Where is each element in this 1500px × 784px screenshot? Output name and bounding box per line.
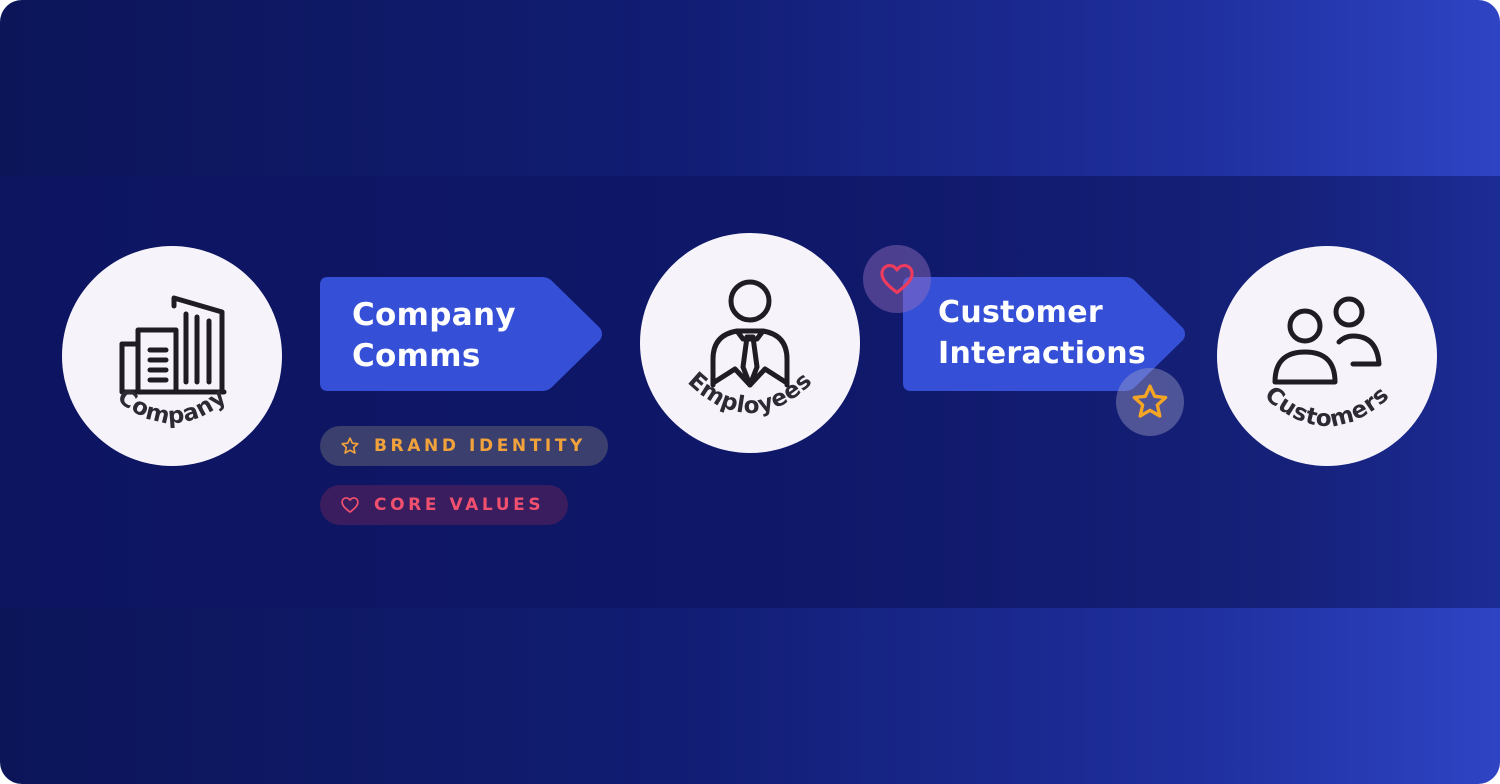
customer-interactions-line1: Customer <box>938 295 1103 330</box>
users-icon <box>1272 296 1382 385</box>
svg-text:Employees: Employees <box>683 367 818 419</box>
company-comms-line2: Comms <box>352 338 481 374</box>
customer-interactions-arrow: Customer Interactions <box>903 277 1187 391</box>
customers-label-arc: Customers <box>1260 382 1395 433</box>
star-icon <box>341 437 359 454</box>
customers-label: Customers <box>1260 382 1394 433</box>
star-badge <box>1116 368 1184 436</box>
customer-interactions-line2: Interactions <box>938 336 1147 371</box>
core-values-label: CORE VALUES <box>374 495 545 515</box>
employees-node: Employees <box>640 233 860 453</box>
brand-identity-tag: BRAND IDENTITY <box>320 426 608 466</box>
building-icon <box>119 295 227 395</box>
svg-text:Company: Company <box>113 384 232 430</box>
company-node: Company <box>62 246 282 466</box>
company-comms-arrow: Company Comms <box>320 277 604 391</box>
company-label: Company <box>113 384 231 430</box>
customers-node: Customers <box>1217 246 1437 466</box>
star-icon <box>1132 384 1168 418</box>
heart-badge <box>863 245 931 313</box>
brand-identity-label: BRAND IDENTITY <box>374 436 586 456</box>
core-values-tag: CORE VALUES <box>320 485 568 525</box>
employees-label-arc: Employees <box>683 367 818 419</box>
heart-icon <box>341 497 359 513</box>
heart-icon <box>880 263 914 295</box>
company-comms-line1: Company <box>352 297 516 333</box>
employee-icon <box>710 279 790 388</box>
svg-text:Customers: Customers <box>1260 382 1395 433</box>
company-label-arc: Company <box>113 384 232 430</box>
employees-label: Employees <box>683 367 817 419</box>
